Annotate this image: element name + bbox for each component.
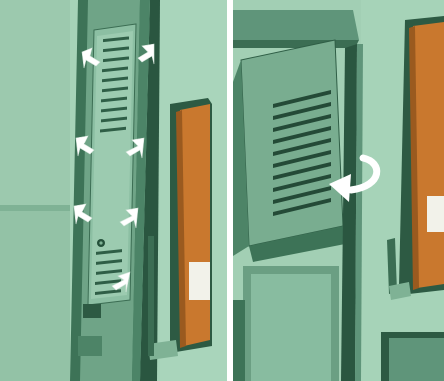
- right-illustration: [233, 0, 444, 381]
- vent-cover-left: [88, 24, 136, 305]
- left-illustration: [0, 0, 227, 381]
- panel-left: [0, 0, 227, 381]
- panel-right: [233, 0, 444, 381]
- vent-cover-right: [233, 40, 345, 262]
